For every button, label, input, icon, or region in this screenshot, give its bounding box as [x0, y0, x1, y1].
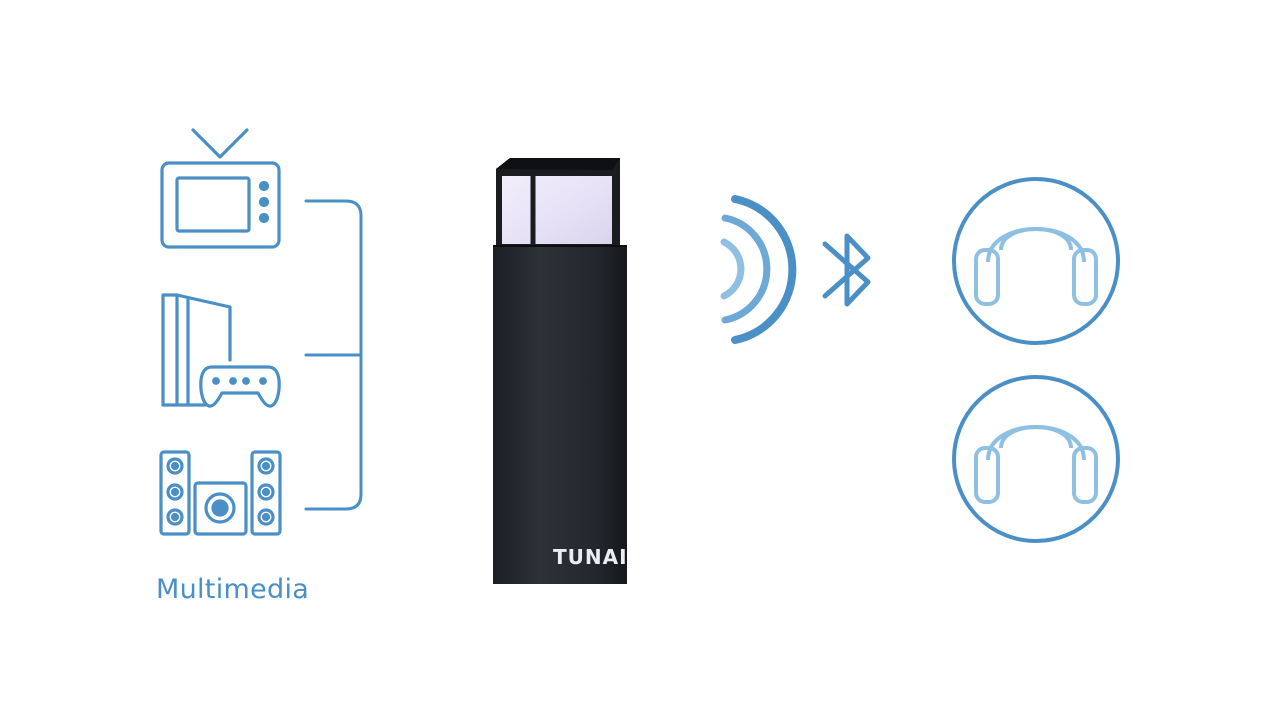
device-brand-text: TUNAI — [553, 545, 628, 569]
transmitter-device: TUNAI — [493, 158, 628, 584]
game-console-icon — [161, 293, 281, 408]
tv-icon — [160, 128, 281, 249]
source-bracket — [304, 199, 363, 511]
wireless-waves-icon — [720, 195, 797, 344]
speaker-system-icon — [159, 450, 282, 536]
headphones-icon — [952, 177, 1120, 345]
multimedia-label: Multimedia — [156, 574, 310, 605]
bluetooth-icon — [822, 233, 871, 307]
headphones-icon — [952, 375, 1120, 543]
